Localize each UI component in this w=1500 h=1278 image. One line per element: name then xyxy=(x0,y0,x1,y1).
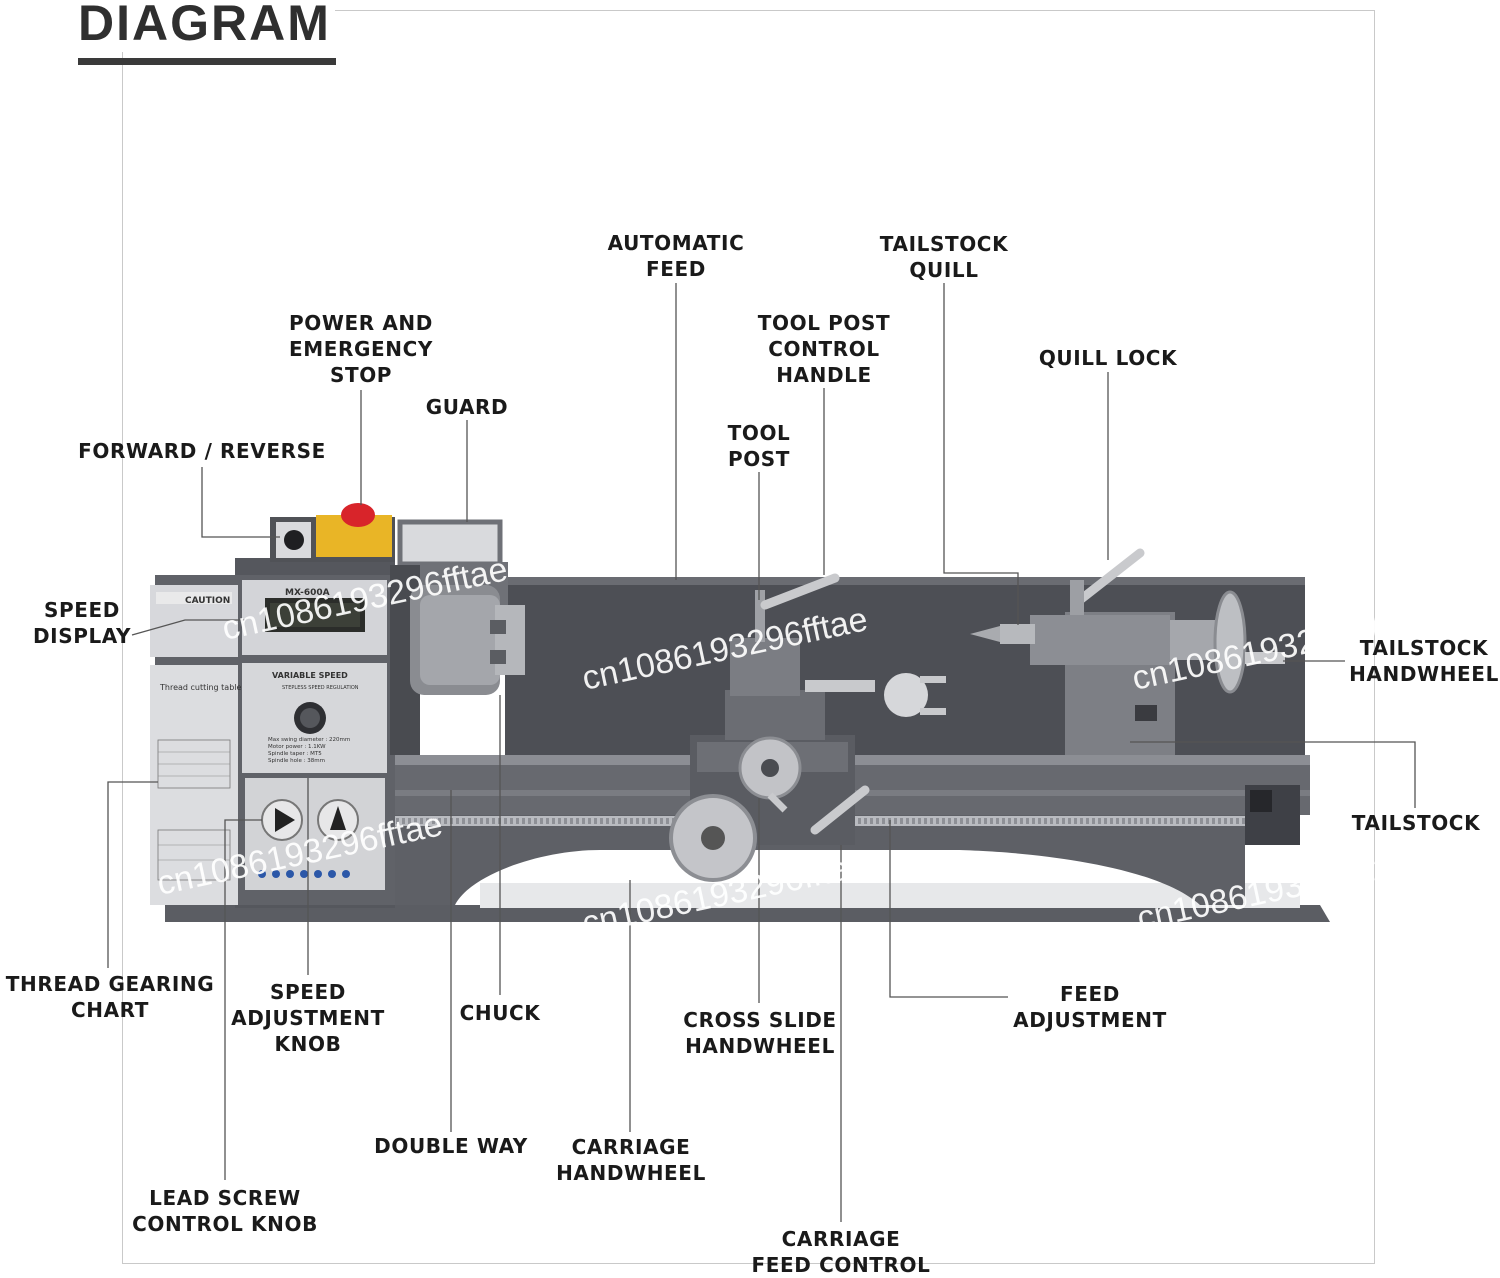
chuck-guard xyxy=(397,519,503,567)
label-cross-slide-handwheel: CROSS SLIDE HANDWHEEL xyxy=(683,1008,837,1058)
quill-lock-lever xyxy=(1075,548,1145,605)
thread-table-title: Thread cutting table xyxy=(159,683,242,692)
tailstock-handwheel xyxy=(1213,590,1247,694)
feed-lever xyxy=(810,785,870,835)
label-automatic-feed: AUTOMATIC FEED xyxy=(607,231,745,281)
chip-tray xyxy=(165,905,1330,922)
label-tailstock-quill: TAILSTOCK QUILL xyxy=(879,232,1009,282)
label-guard: GUARD xyxy=(425,395,509,419)
label-tool-post: TOOL POST xyxy=(727,421,791,471)
cross-slide xyxy=(725,690,825,740)
model-text: MX-600A xyxy=(285,588,330,598)
label-quill-lock: QUILL LOCK xyxy=(1038,346,1178,370)
thread-table xyxy=(150,665,238,905)
caution-text: CAUTION xyxy=(185,596,230,606)
label-tool-post-control-handle: TOOL POST CONTROL HANDLE xyxy=(757,311,891,387)
label-carriage-handwheel: CARRIAGE HANDWHEEL xyxy=(556,1135,706,1185)
label-carriage-feed-control: CARRIAGE FEED CONTROL xyxy=(751,1227,931,1277)
speed-panel-subtitle: STEPLESS SPEED REGULATION xyxy=(282,685,359,691)
speed-panel-title: VARIABLE SPEED xyxy=(272,671,348,680)
leader-lines xyxy=(107,283,1416,1222)
label-speed-adjustment-knob: SPEED ADJUSTMENT KNOB xyxy=(231,980,385,1056)
compound-handwheel xyxy=(884,673,928,717)
label-speed-display: SPEED DISPLAY xyxy=(32,598,132,648)
tailstock-quill xyxy=(1000,624,1035,644)
tool-post xyxy=(730,638,800,696)
spec-line-1: Max swing diameter : 220mm xyxy=(268,737,350,743)
label-lead-screw-control-knob: LEAD SCREW CONTROL KNOB xyxy=(132,1186,318,1236)
label-tailstock: TAILSTOCK xyxy=(1351,811,1481,835)
indicator-lights xyxy=(258,870,350,878)
tool-post-handle xyxy=(760,573,840,610)
bed-cabinet xyxy=(395,815,1245,905)
label-feed-adjustment: FEED ADJUSTMENT xyxy=(1013,982,1167,1032)
spec-line-4: Spindle hole : 38mm xyxy=(268,758,325,764)
label-chuck: CHUCK xyxy=(459,1001,541,1025)
spec-line-3: Spindle taper : MT5 xyxy=(268,751,322,757)
label-double-way: DOUBLE WAY xyxy=(374,1134,528,1158)
label-tailstock-handwheel: TAILSTOCK HANDWHEEL xyxy=(1349,636,1499,686)
diagram-title: DIAGRAM xyxy=(78,0,335,52)
diagram-frame xyxy=(122,10,1375,1264)
label-power-emergency-stop: POWER AND EMERGENCY STOP xyxy=(288,311,434,387)
label-forward-reverse: FORWARD / REVERSE xyxy=(78,439,326,463)
label-thread-gearing-chart: THREAD GEARING CHART xyxy=(5,972,215,1022)
title-underline xyxy=(78,58,336,65)
estop-button xyxy=(341,503,375,527)
live-center xyxy=(970,626,1000,642)
spec-line-2: Motor power : 1.1KW xyxy=(268,744,326,750)
